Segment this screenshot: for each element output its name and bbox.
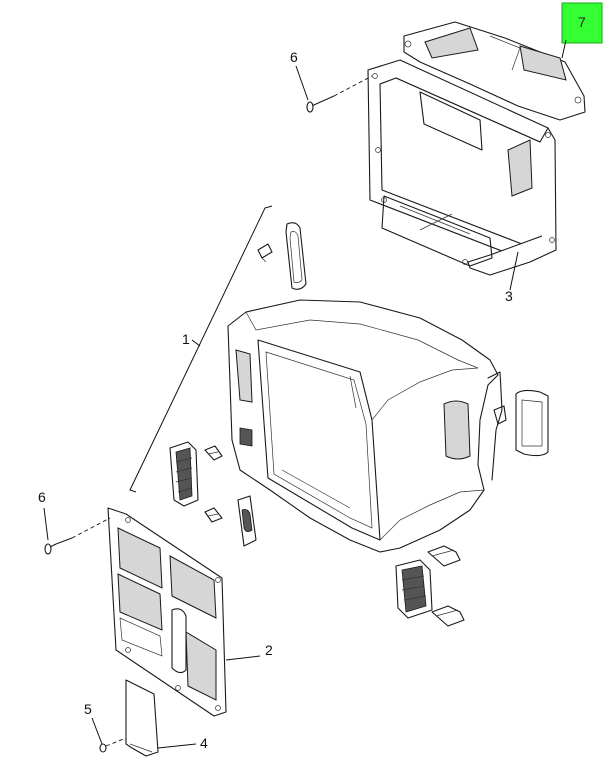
kit-1-bracket [129,205,273,493]
callout-3: 3 [505,288,513,304]
leader-1 [191,339,201,347]
leader-3 [509,251,519,291]
callout-1: 1 [182,331,190,347]
leader-5 [91,717,103,745]
callout-2: 2 [265,642,273,658]
vent-louver-right [395,559,433,619]
vent-seal-upper [285,222,307,290]
clip-left-lower [204,507,223,523]
leader-7 [561,39,567,59]
vent-louver-left [169,441,199,507]
part-1-dash-panel [227,299,503,553]
part-4-plate [125,679,159,757]
part-6-screw-top [306,75,373,113]
leader-6-top [295,65,309,101]
part-3-housing [367,21,586,276]
part-2-cover-panel [107,507,227,717]
vent-seal-right [515,389,549,457]
clip-upper [257,243,273,263]
leader-6-left [43,507,49,541]
clip-left-upper [204,445,223,461]
leader-2 [225,655,261,661]
callout-6-left: 6 [38,489,46,505]
callout-7-highlight[interactable] [561,2,603,44]
clip-right-upper [427,545,461,567]
callout-5: 5 [84,701,92,717]
callout-6-top: 6 [290,49,298,65]
part-6-screw-left [44,517,111,555]
vent-round-small [237,495,257,547]
flange-holes [372,73,555,265]
part-5-screw [99,737,127,753]
clip-right-lower [431,605,465,627]
callout-4: 4 [200,735,208,751]
clip-fascia-right [493,405,507,425]
leader-4 [157,743,197,749]
callout-7: 7 [578,14,586,30]
